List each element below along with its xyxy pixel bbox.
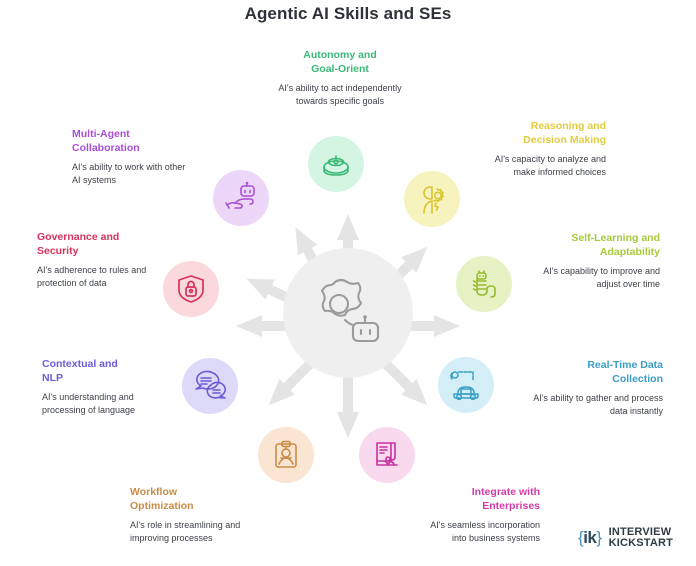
node-circle-realtime-data[interactable] [438,357,494,413]
label-desc-reasoning: AI's capacity to analyze and make inform… [494,154,606,177]
node-circle-workflow[interactable] [258,427,314,483]
logo-line-2: KICKSTART [608,537,674,549]
node-circle-autonomy[interactable] [308,136,364,192]
node-circle-multi-agent[interactable] [213,170,269,226]
center-hub [283,248,413,378]
node-circle-reasoning[interactable] [404,171,460,227]
label-desc-autonomy: AI's ability to act independently toward… [278,83,402,106]
label-desc-realtime-data: AI's ability to gather and process data … [533,393,663,416]
caterpillar-robot-icon [472,270,496,298]
clipboard-person-icon [275,440,297,468]
label-desc-integrate: AI's seamless incorporation into busines… [430,520,540,543]
node-circle-governance[interactable] [163,261,219,317]
label-desc-governance: AI's adherence to rules and protection o… [37,265,147,288]
robot-vacuum-icon [323,155,349,176]
logo-line-1: INTERVIEW [608,526,672,538]
document-robot-arm-icon [376,442,398,466]
node-circle-self-learning[interactable] [456,256,512,312]
logo-mark-ik: {ik} [578,528,602,547]
node-circle-contextual[interactable] [182,358,238,414]
head-gear-icon [423,186,444,214]
page-title: Agentic AI Skills and SEs [244,4,452,23]
label-desc-self-learning: AI's capability to improve and adjust ov… [543,266,660,289]
shield-lock-icon [178,275,204,303]
node-circle-integrate[interactable] [359,427,415,483]
label-desc-contextual: AI's understanding and processing of lan… [42,392,136,415]
robot-head-icon [351,315,380,343]
label-desc-workflow: AI's role in streamlining and improving … [130,520,241,543]
sensor-car-icon [450,371,479,401]
hub-icon-group [320,278,380,343]
chat-bubbles-icon [195,370,226,399]
brand-logo: {ik} INTERVIEW KICKSTART [578,527,673,549]
label-desc-multi-agent: AI's ability to work with other AI syste… [72,162,186,185]
hand-robot-icon [225,181,255,209]
gear-icon [320,278,363,317]
logo-wordmark: INTERVIEW KICKSTART [609,527,674,549]
